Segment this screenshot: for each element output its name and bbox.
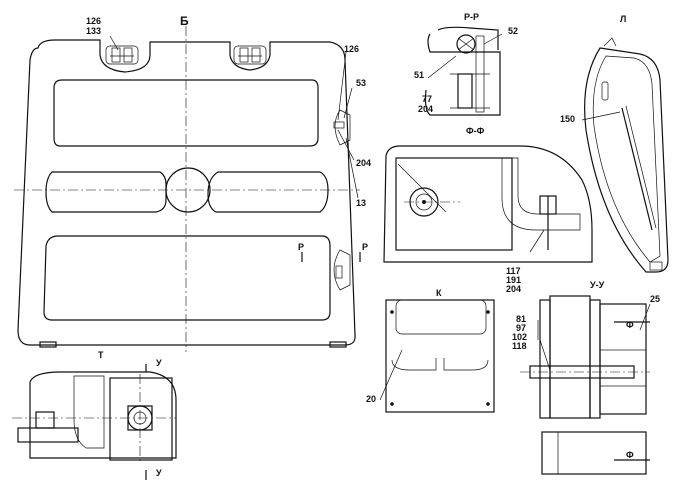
label-13: 13 xyxy=(356,198,367,208)
label-25: 25 xyxy=(650,294,661,304)
label-53: 53 xyxy=(356,78,367,88)
label-102: 102 xyxy=(512,332,528,342)
label-52: 52 xyxy=(508,26,519,36)
section-mark-p-left: Р xyxy=(298,242,305,252)
label-97: 97 xyxy=(516,323,527,333)
title-section-k: К xyxy=(436,288,442,298)
label-204-p: 204 xyxy=(418,104,434,114)
section-mark-f-top: Ф xyxy=(626,320,634,330)
label-20: 20 xyxy=(366,394,377,404)
title-section-t: Т xyxy=(98,350,104,360)
view-b-main-panel xyxy=(14,26,361,352)
label-204-f: 204 xyxy=(506,284,522,294)
section-f-f-top xyxy=(383,145,593,263)
view-l-side xyxy=(581,37,669,273)
label-118: 118 xyxy=(512,341,527,351)
label-133: 133 xyxy=(86,26,102,36)
label-150: 150 xyxy=(560,114,576,124)
label-77: 77 xyxy=(422,94,433,104)
label-126-right: 126 xyxy=(344,44,360,54)
latch-left xyxy=(105,45,139,65)
label-117: 117 xyxy=(506,266,521,276)
title-view-l: Л xyxy=(620,14,627,24)
title-view-b: Б xyxy=(180,14,189,28)
latch-right xyxy=(233,45,267,65)
section-t xyxy=(12,364,177,480)
section-mark-u-top: У xyxy=(156,358,162,368)
title-section-u-u: У-У xyxy=(590,280,605,290)
title-section-p-p: Р-Р xyxy=(464,12,480,22)
section-mark-u-bottom: У xyxy=(156,468,162,478)
label-51: 51 xyxy=(414,70,425,80)
label-204-view-b: 204 xyxy=(356,158,372,168)
section-k xyxy=(379,299,495,413)
label-81: 81 xyxy=(516,314,527,324)
label-126-left: 126 xyxy=(86,16,102,26)
section-p-p xyxy=(424,26,503,116)
section-mark-p-right: Р xyxy=(362,242,369,252)
title-section-f-f-top: Ф-Ф xyxy=(466,126,485,136)
section-u-u xyxy=(520,295,651,475)
label-191: 191 xyxy=(506,275,522,285)
section-mark-f-bottom: Ф xyxy=(626,450,634,460)
